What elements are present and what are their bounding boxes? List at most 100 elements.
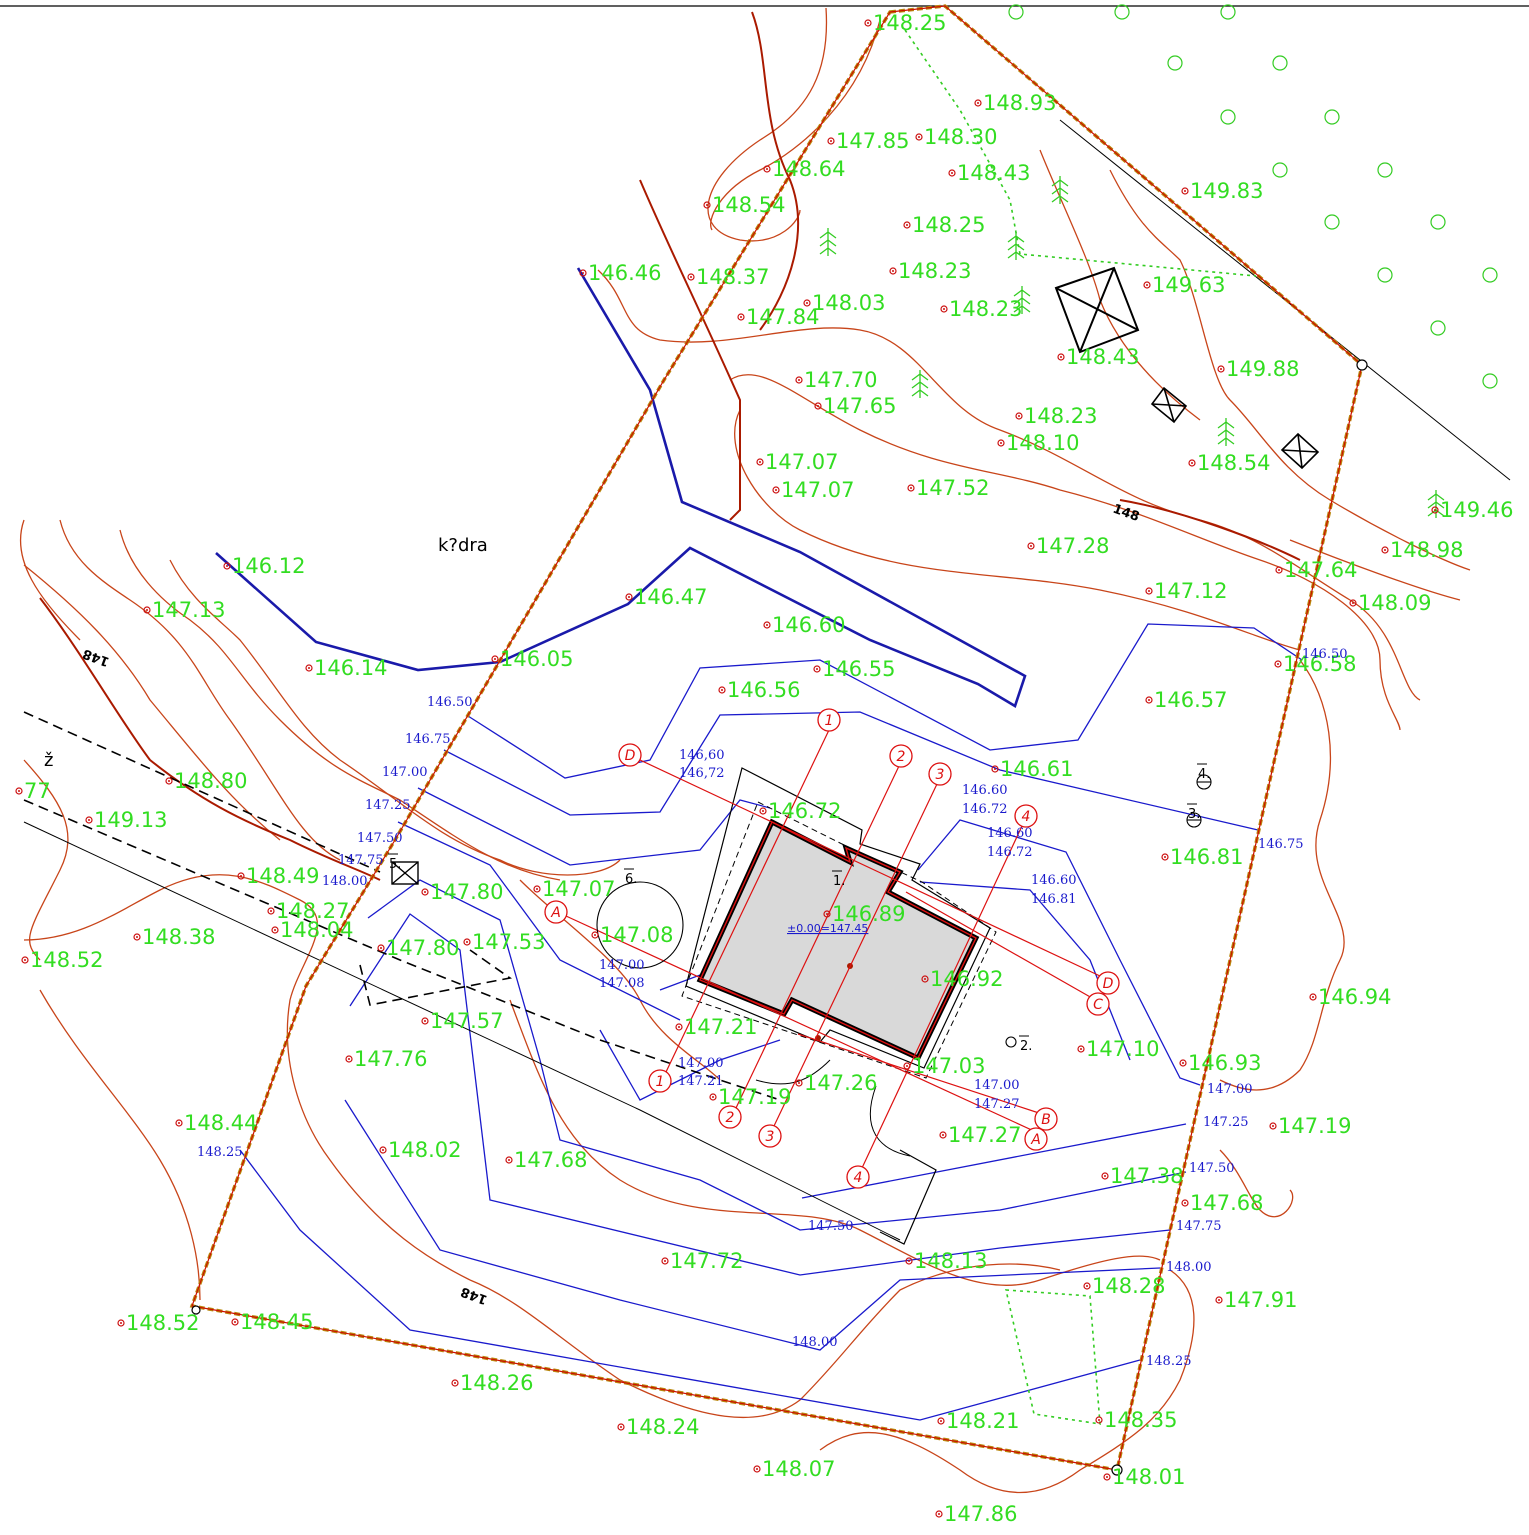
axis-marker-label: D: [625, 748, 636, 764]
object-number: 3.: [1187, 803, 1200, 822]
height-point-icon: [1309, 993, 1317, 1001]
contour-label: 148.00: [1166, 1260, 1212, 1275]
spot-height: 148.44: [175, 1111, 257, 1135]
spot-height-value: 147.68: [1190, 1191, 1263, 1215]
spot-height-value: 148.52: [126, 1311, 199, 1335]
height-point-icon: [903, 221, 911, 229]
spot-height: 147.19: [709, 1085, 791, 1109]
axis-marker-label: 2: [726, 1110, 735, 1126]
height-point-icon: [827, 137, 835, 145]
spot-height-value: 146.12: [232, 554, 305, 578]
object-number-label: 4.: [1198, 767, 1210, 782]
height-point-icon: [889, 267, 897, 275]
spot-height: 146.05: [491, 647, 573, 671]
spot-height-value: 146.60: [772, 613, 845, 637]
height-point-icon: [1181, 187, 1189, 195]
spot-height-value: 148.23: [1024, 404, 1097, 428]
spot-height: 147.27: [939, 1123, 1021, 1147]
spot-height-value: 148.23: [898, 259, 971, 283]
height-point-icon: [921, 975, 929, 983]
contour-label: 147.75: [338, 853, 384, 868]
axis-marker: 4: [1014, 804, 1038, 828]
spot-height: 147.07: [533, 877, 615, 901]
contour-label: 146.75: [405, 732, 451, 747]
existing-contours: [19, 7, 1471, 1494]
spot-height-value: 149.13: [94, 808, 167, 832]
height-point-icon: [133, 933, 141, 941]
spot-height: 148.23: [1015, 404, 1097, 428]
spot-height-value: 147.84: [746, 305, 819, 329]
spot-height: 148.24: [617, 1415, 699, 1439]
spot-height: 148.52: [21, 948, 103, 972]
spot-height-value: 147.80: [386, 936, 459, 960]
height-point-icon: [905, 1257, 913, 1265]
spot-height: 148.54: [703, 193, 785, 217]
height-point-icon: [1143, 281, 1151, 289]
spot-height: 147.68: [1181, 1191, 1263, 1215]
spot-height: 147.80: [377, 936, 459, 960]
slope-label-148-left: 148: [81, 645, 112, 668]
height-point-icon: [1274, 660, 1282, 668]
spot-height: 147.07: [772, 478, 854, 502]
contour-label: 146,60: [679, 748, 725, 763]
spot-height-value: 147.80: [430, 880, 503, 904]
axis-marker-label: 1: [656, 1074, 665, 1090]
spot-height-value: 148.38: [142, 925, 215, 949]
axis-marker: 3: [928, 762, 952, 786]
spot-height-value: 146.93: [1188, 1051, 1261, 1075]
height-point-icon: [1349, 599, 1357, 607]
conifer-symbols: [819, 176, 1445, 518]
height-point-icon: [823, 910, 831, 918]
spot-height-value: 148.30: [924, 125, 997, 149]
spot-height-value: 148.25: [873, 11, 946, 35]
height-point-icon: [759, 807, 767, 815]
height-point-icon: [991, 765, 999, 773]
spot-height: 146.47: [625, 585, 707, 609]
height-point-icon: [1015, 412, 1023, 420]
height-point-icon: [675, 1023, 683, 1031]
spot-height: 147.13: [143, 598, 225, 622]
spot-height: 148.27: [267, 899, 349, 923]
land-use-label: k?dra: [438, 535, 488, 556]
height-point-icon: [661, 1257, 669, 1265]
spot-height-value: 147.72: [670, 1249, 743, 1273]
axis-marker-label: C: [1093, 997, 1103, 1013]
height-point-icon: [223, 562, 231, 570]
spot-height-value: 148.49: [246, 864, 319, 888]
road-lines: [23, 119, 1511, 1245]
spot-height-value: 148.23: [949, 297, 1022, 321]
height-point-icon: [948, 169, 956, 177]
height-point-icon: [533, 885, 541, 893]
spot-height: 148.37: [687, 265, 769, 289]
construction-axes: [565, 729, 1101, 1169]
spot-height-value: 146.57: [1154, 688, 1227, 712]
spot-height: 147.85: [827, 129, 909, 153]
height-point-icon: [451, 1379, 459, 1387]
contour-label: 147.00: [382, 765, 428, 780]
spot-height-value: 147.19: [718, 1085, 791, 1109]
spot-height: 147.68: [505, 1148, 587, 1172]
spot-height-value: 148.35: [1104, 1408, 1177, 1432]
height-point-icon: [997, 439, 1005, 447]
spot-height-value: 147.12: [1154, 579, 1227, 603]
spot-height: 147.72: [661, 1249, 743, 1273]
axis-marker-label: 2: [897, 749, 906, 765]
height-point-icon: [231, 1318, 239, 1326]
spot-height-value: 147.19: [1278, 1114, 1351, 1138]
spot-height-value: 149.46: [1440, 498, 1513, 522]
axis-marker-label: A: [550, 905, 561, 921]
spot-height-value: 147.52: [916, 476, 989, 500]
spot-height-value: 148.25: [912, 213, 985, 237]
height-point-icon: [591, 931, 599, 939]
spot-height-value: 148.24: [626, 1415, 699, 1439]
contour-label: 146.60: [1031, 873, 1077, 888]
contour-label: 146.75: [1258, 837, 1304, 852]
spot-height-value: 149.83: [1190, 179, 1263, 203]
spot-height-value: 147.08: [600, 923, 673, 947]
spot-height: 147.86: [935, 1502, 1017, 1526]
existing-structures: [391, 266, 1320, 885]
height-point-icon: [1181, 1199, 1189, 1207]
spot-height-value: 148.10: [1006, 431, 1079, 455]
contour-label: 148.25: [1146, 1354, 1192, 1369]
contour-label: 147.50: [357, 831, 403, 846]
